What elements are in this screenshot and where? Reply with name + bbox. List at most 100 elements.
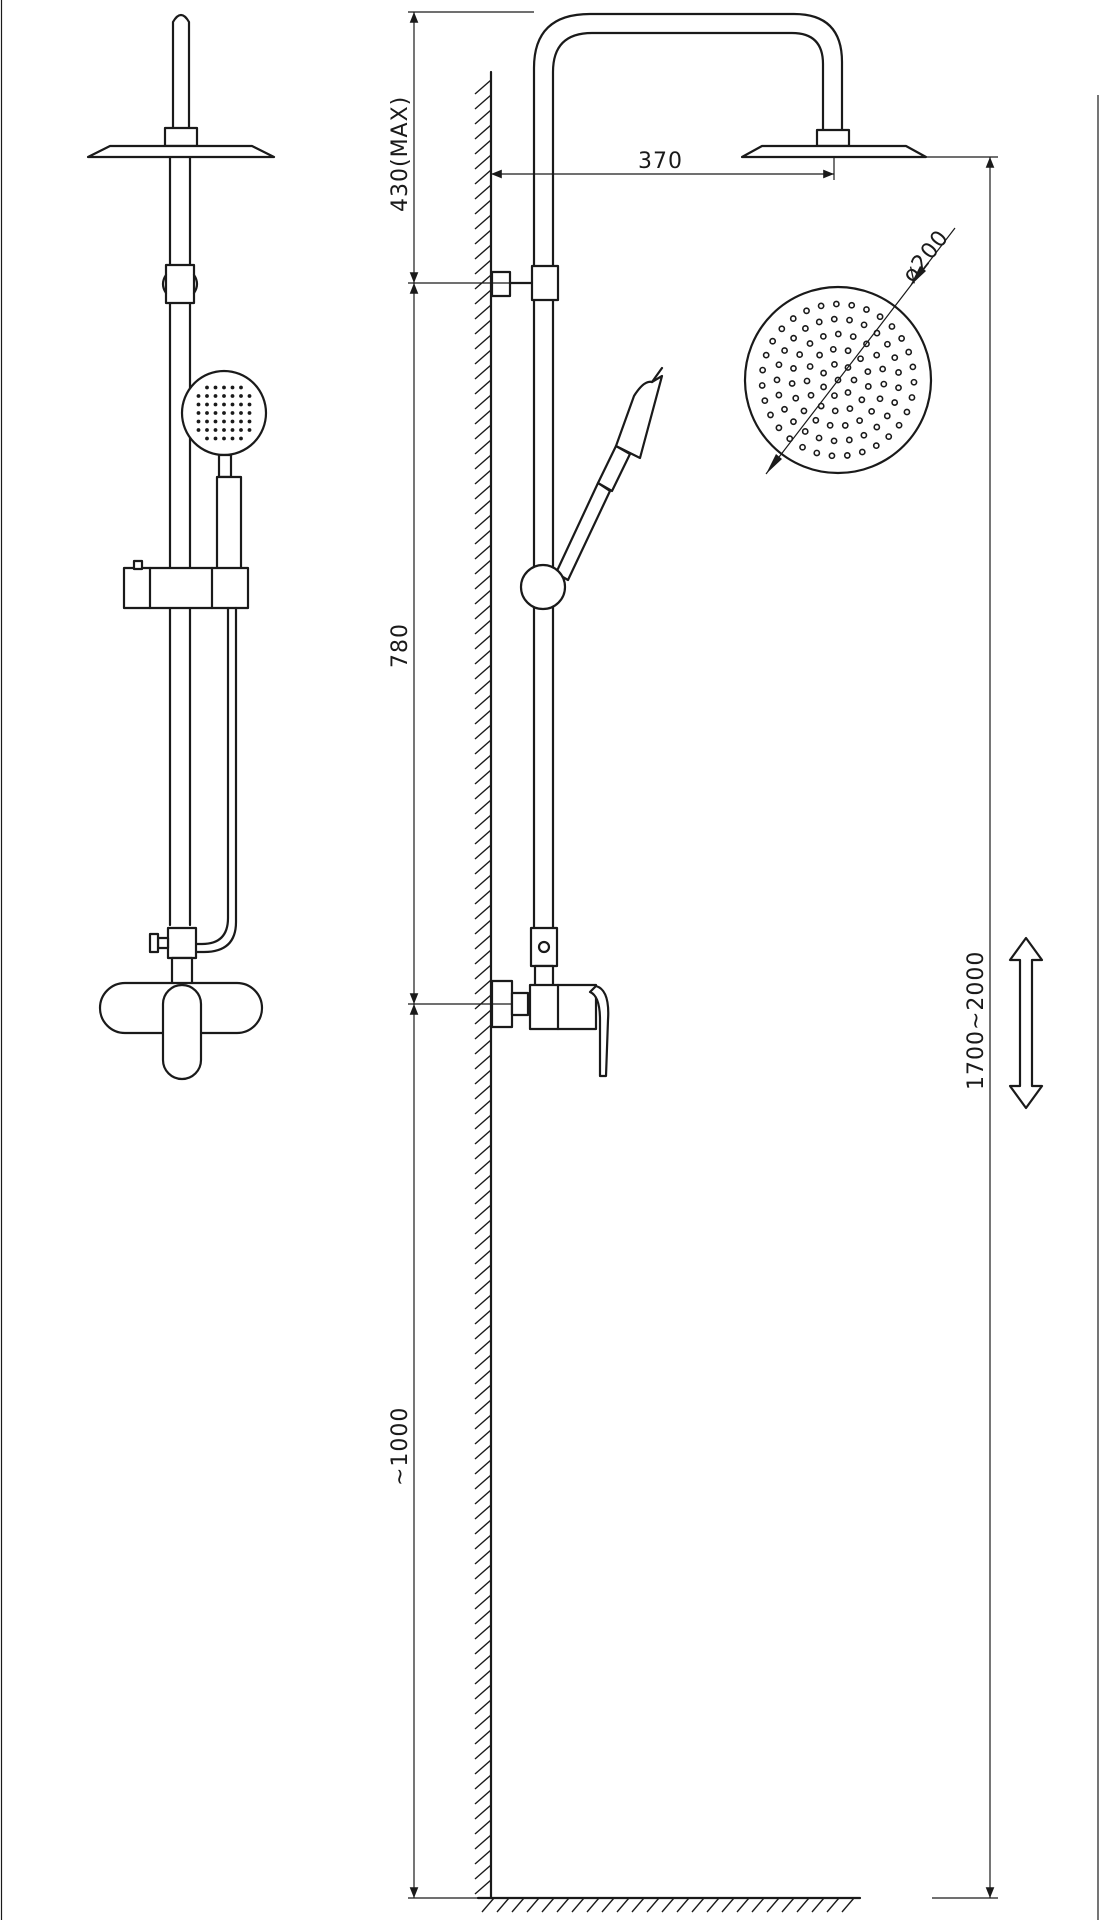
hatch-line [474,1129,492,1145]
hatch-line [474,1819,492,1835]
hatch-line [474,1069,492,1085]
hatch-line [474,1249,492,1265]
hatch-line [474,769,492,785]
hatch-line [474,1774,492,1790]
nozzle-dot [213,411,218,415]
nozzle-dot [864,383,872,390]
hatch-line [474,1624,492,1640]
nozzle-dot [239,385,243,390]
hatch-line [474,184,492,200]
nozzle-dot [813,449,821,457]
dim-arm-length: 370 [638,149,683,174]
nozzle-dot [848,301,856,309]
nozzle-dot [789,315,797,322]
nozzle-dot [205,436,209,441]
hatch-line [474,949,492,965]
side-diverter [529,926,559,968]
nozzle-dot [803,377,811,385]
hatch-line [511,1897,525,1913]
hatch-line [474,1174,492,1190]
wall-hatching [474,79,492,1895]
nozzle-dot [230,385,235,390]
nozzle-dot [205,419,209,424]
nozzle-dot [781,405,788,413]
hatch-line [474,154,492,170]
hatch-line [474,1654,492,1670]
hatch-line [474,229,492,245]
hatch-line [474,1864,492,1880]
nozzle-dot [815,318,823,326]
hatch-line [474,214,492,230]
nozzle-dot [846,405,854,413]
nozzle-dot [239,428,243,432]
nozzle-dot [247,411,252,415]
nozzle-dot [863,340,870,348]
nozzle-dot [830,437,838,445]
hatch-line [474,1849,492,1865]
hatch-line [474,664,492,680]
nozzle-dot [790,418,797,426]
nozzle-dot [888,323,896,330]
nozzle-dot [205,411,209,415]
nozzle-dot [857,355,864,363]
hatch-line [676,1897,690,1913]
hatch-line [474,829,492,845]
hatch-line [474,589,492,605]
nozzle-dot [879,365,887,373]
nozzle-dot [815,434,823,442]
hatch-line [541,1897,555,1913]
head-top-view: ø200 [743,225,956,475]
adjust-range-arrow [1008,936,1044,1110]
nozzle-dot [196,394,201,398]
hatch-line [474,619,492,635]
hatch-line [474,334,492,350]
nozzle-dot [860,431,868,439]
hatch-line [474,544,492,560]
hatch-line [474,1669,492,1685]
nozzle-dot [196,419,201,424]
nozzle-dot [872,442,880,450]
hatch-line [474,1369,492,1385]
hatch-line [736,1897,750,1913]
hatch-line [474,724,492,740]
hatch-line [474,409,492,425]
hatch-line [721,1897,735,1913]
side-overhead-plate [740,144,928,159]
hatch-line [474,1024,492,1040]
hatch-line [526,1897,540,1913]
hatch-line [796,1897,810,1913]
hatch-line [474,559,492,575]
nozzle-dot [880,380,888,388]
nozzle-dot [828,452,836,460]
nozzle-dot [883,412,891,420]
nozzle-dot [819,332,827,340]
nozzle-dot [222,402,226,407]
nozzle-dot [831,361,838,368]
head-circle [743,285,933,475]
hatch-line [474,709,492,725]
nozzle-dot [834,376,842,384]
nozzle-dot [230,428,235,432]
hatch-line [474,169,492,185]
nozzle-dot [858,448,866,456]
hatch-line [474,139,492,155]
dimension-lines [408,11,1044,1899]
nozzle-dot [820,383,827,391]
nozzle-dot [790,365,797,372]
hatch-line [474,244,492,260]
nozzle-dot [239,402,243,407]
hatch-line [474,1039,492,1055]
nozzle-dot [812,416,820,424]
nozzle-dot [196,411,201,415]
nozzle-dot [849,333,857,340]
nozzle-dot [908,394,916,401]
front-handshower-handle [215,475,243,571]
nozzle-dot [834,330,842,338]
nozzle-dot [205,428,209,432]
hatch-line [474,364,492,380]
nozzle-dot [205,402,209,407]
dim-inlet-height: ~1000 [388,1407,413,1486]
nozzle-dot [213,394,218,398]
hatch-line [474,1609,492,1625]
